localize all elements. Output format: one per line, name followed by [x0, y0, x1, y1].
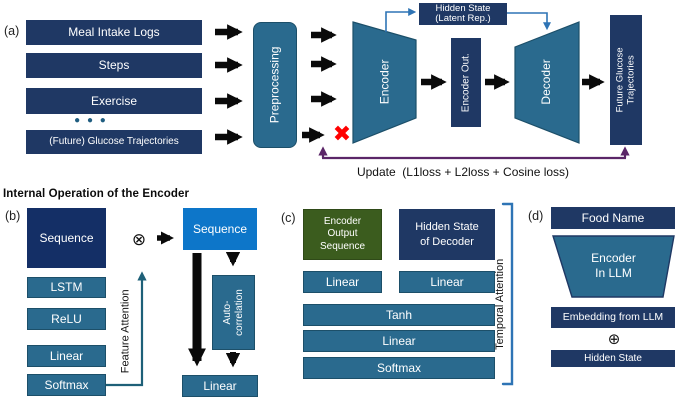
temporal-attention-caption: Temporal Attention	[488, 228, 514, 380]
softmax-box-c: Softmax	[303, 357, 495, 379]
lstm-box: LSTM	[27, 277, 106, 298]
feature-attention-caption: Feature Attention	[112, 270, 140, 392]
reject-cross-icon: ✖	[332, 121, 352, 146]
linear-output-box-b: Linear	[182, 375, 258, 397]
future-glucose-trajectories-label: Future Glucose Trajectories	[614, 47, 637, 113]
preprocessing-box: Preprocessing	[253, 22, 297, 148]
elementwise-multiply-icon: ⊗	[131, 230, 147, 249]
food-name-box: Food Name	[551, 207, 675, 229]
encoder-out-label: Encoder Out.	[460, 53, 472, 112]
encoder-in-llm-label: Encoder In LLM	[591, 251, 636, 280]
decoder-label: Decoder	[539, 59, 554, 105]
preprocessed-flow-arrows	[302, 27, 337, 143]
update-loop	[318, 146, 630, 160]
linear-box-c-right: Linear	[399, 271, 495, 293]
feature-attention-text: Feature Attention	[119, 289, 132, 373]
decoder-block: Decoder	[524, 32, 570, 132]
input-box-exercise: Exercise	[26, 88, 202, 114]
encoder-block: Encoder	[362, 32, 408, 132]
hidden-state-of-decoder-box: Hidden State of Decoder	[399, 209, 495, 260]
decoder-trapezoid	[514, 21, 580, 144]
input-flow-arrows	[215, 24, 243, 145]
weighted-sequence-box: Sequence	[183, 208, 257, 250]
hidden-state-connectors	[385, 8, 551, 32]
panel-c-label: (c)	[281, 211, 296, 225]
linear-box-c-left: Linear	[303, 271, 382, 293]
input-box-future-glucose-trajectories: (Future) Glucose Trajectories	[26, 130, 202, 154]
concat-plus-icon: ⊕	[607, 330, 621, 348]
ellipsis-dots-icon: ● ● ●	[74, 115, 108, 126]
update-loss-text: Update (L1loss + L2loss + Cosine loss)	[356, 165, 570, 179]
linear-box-c-full: Linear	[303, 330, 495, 352]
input-box-meal-intake-logs: Meal Intake Logs	[26, 20, 202, 45]
hidden-state-box-d: Hidden State	[551, 350, 675, 367]
linear-box-b: Linear	[27, 345, 106, 367]
embedding-from-llm-box: Embedding from LLM	[551, 307, 675, 328]
encoder-output-sequence-box: Encoder Output Sequence	[303, 209, 382, 260]
sequence-input-box: Sequence	[27, 208, 106, 268]
temporal-attention-text: Temporal Attention	[494, 258, 507, 350]
preprocessing-label: Preprocessing	[267, 46, 282, 124]
panel-b-label: (b)	[5, 209, 21, 223]
feature-attention-arrow	[105, 271, 147, 387]
encoder-in-llm-trapezoid	[552, 235, 675, 298]
autocorrelation-label: Auto- correlation	[222, 289, 245, 336]
panel-b-arrows	[157, 231, 241, 368]
future-glucose-trajectories-box: Future Glucose Trajectories	[610, 15, 642, 145]
panel-a-label: (a)	[4, 24, 20, 38]
panel-d-label: (d)	[528, 209, 544, 223]
input-box-steps: Steps	[26, 53, 202, 78]
hidden-state-latent-box: Hidden State (Latent Rep.)	[419, 3, 507, 25]
autocorrelation-box: Auto- correlation	[212, 275, 255, 350]
encoder-trapezoid	[352, 21, 417, 144]
tanh-box: Tanh	[303, 304, 495, 326]
softmax-box-b: Softmax	[27, 374, 106, 396]
encoder-label: Encoder	[377, 59, 392, 105]
section-title: Internal Operation of the Encoder	[3, 188, 190, 200]
relu-box: ReLU	[27, 308, 106, 330]
encoder-out-box: Encoder Out.	[451, 38, 481, 127]
temporal-attention-bracket	[501, 202, 514, 386]
